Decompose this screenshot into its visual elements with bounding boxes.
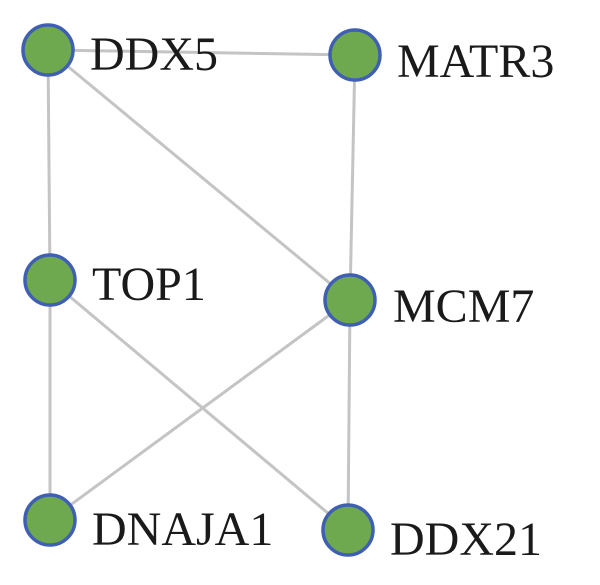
node-label-top1: TOP1 xyxy=(92,258,206,311)
edge-ddx5-top1 xyxy=(46,49,52,281)
node-label-dnaja1: DNAJA1 xyxy=(92,503,273,556)
node-label-matr3: MATR3 xyxy=(397,35,554,88)
node-label-ddx5: DDX5 xyxy=(90,28,218,81)
edge-ddx5-mcm7 xyxy=(47,48,351,302)
edge-ddx5-matr3 xyxy=(47,48,356,57)
edge-matr3-mcm7 xyxy=(348,54,357,301)
node-matr3[interactable] xyxy=(328,28,382,82)
node-ddx5[interactable] xyxy=(21,23,75,77)
node-dnaja1[interactable] xyxy=(23,493,77,547)
node-label-ddx21: DDX21 xyxy=(390,513,542,566)
edge-mcm7-dnaja1 xyxy=(49,298,351,522)
node-top1[interactable] xyxy=(23,253,77,307)
node-ddx21[interactable] xyxy=(321,503,375,557)
edge-top1-ddx21 xyxy=(49,278,349,532)
node-label-mcm7: MCM7 xyxy=(393,280,534,333)
edges-layer xyxy=(46,48,357,532)
node-mcm7[interactable] xyxy=(323,273,377,327)
nodes-layer xyxy=(21,23,382,557)
edge-mcm7-ddx21 xyxy=(346,299,352,531)
